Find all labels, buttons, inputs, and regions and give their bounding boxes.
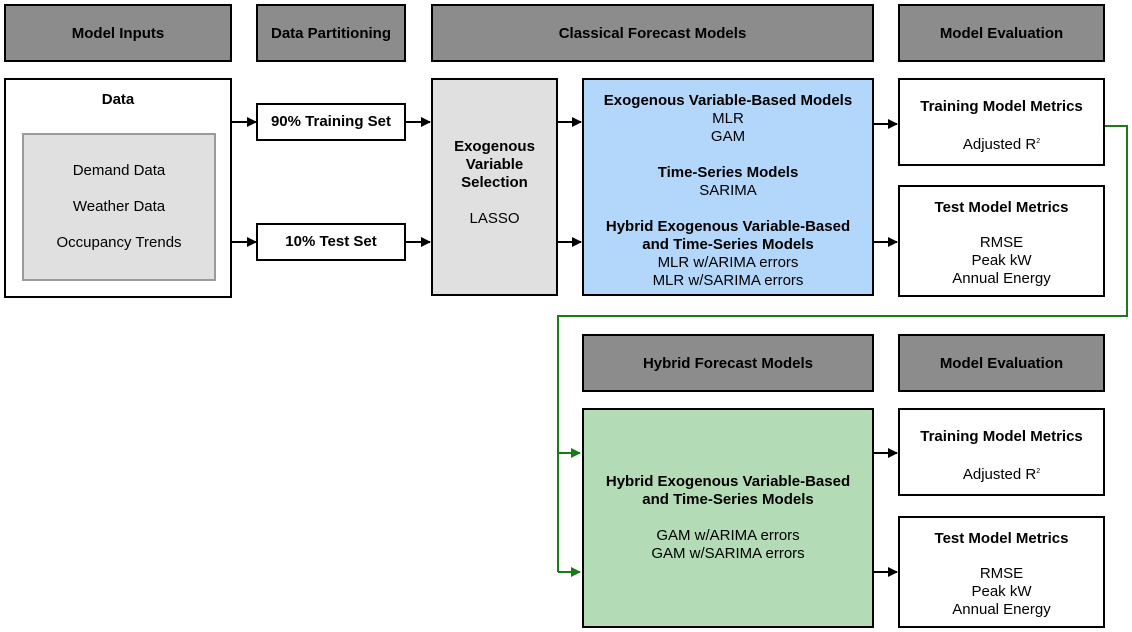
header-model-evaluation-bottom-label: Model Evaluation <box>939 354 1064 372</box>
hybrid-models-title-line: and Time-Series Models <box>642 491 814 508</box>
header-model-evaluation-top-label: Model Evaluation <box>939 24 1064 42</box>
header-model-evaluation-bottom: Model Evaluation <box>898 334 1105 392</box>
header-model-inputs: Model Inputs <box>4 4 232 62</box>
data-source-item: Occupancy Trends <box>56 234 182 251</box>
hybrid-classical-item: MLR w/ARIMA errors <box>657 254 799 271</box>
hybrid-models-title-line: Hybrid Exogenous Variable-Based <box>605 473 851 490</box>
timeseries-models-title: Time-Series Models <box>657 164 799 181</box>
training-metrics-box-top: Training Model Metrics Adjusted R2 <box>898 78 1105 166</box>
training-metric-item: Adjusted R2 <box>962 466 1041 483</box>
data-sources-panel: Demand Data Weather Data Occupancy Trend… <box>22 133 216 281</box>
data-source-item: Demand Data <box>72 162 166 179</box>
variable-selection-method: LASSO <box>469 210 520 227</box>
test-metrics-title: Test Model Metrics <box>934 530 1069 547</box>
test-metric-item: RMSE <box>979 234 1024 251</box>
test-metric-item: Annual Energy <box>952 601 1051 618</box>
training-metrics-title: Training Model Metrics <box>920 98 1083 115</box>
test-metrics-title: Test Model Metrics <box>934 199 1069 216</box>
variable-selection-box: Exogenous Variable Selection LASSO <box>431 78 558 296</box>
header-classical-forecast-models-label: Classical Forecast Models <box>558 24 747 42</box>
data-source-item: Weather Data <box>72 198 166 215</box>
training-set-box: 90% Training Set <box>256 103 406 141</box>
hybrid-model-item: GAM w/SARIMA errors <box>651 545 805 562</box>
header-hybrid-forecast-models-label: Hybrid Forecast Models <box>642 354 814 372</box>
hybrid-classical-item: MLR w/SARIMA errors <box>652 272 804 289</box>
variable-selection-title-line: Variable <box>465 156 524 173</box>
header-model-evaluation-top: Model Evaluation <box>898 4 1105 62</box>
variable-selection-title-line: Exogenous <box>454 138 535 155</box>
test-set-box: 10% Test Set <box>256 223 406 261</box>
data-box: Data Demand Data Weather Data Occupancy … <box>4 78 232 298</box>
hybrid-model-item: GAM w/ARIMA errors <box>656 527 800 544</box>
test-metric-item: Annual Energy <box>952 270 1051 287</box>
test-set-label: 10% Test Set <box>285 233 377 250</box>
training-metric-item: Adjusted R2 <box>962 136 1041 153</box>
training-metrics-box-bottom: Training Model Metrics Adjusted R2 <box>898 408 1105 496</box>
classical-models-box: Exogenous Variable-Based Models MLR GAM … <box>582 78 874 296</box>
timeseries-model-item: SARIMA <box>699 182 757 199</box>
data-box-title: Data <box>101 91 135 108</box>
exogenous-models-title: Exogenous Variable-Based Models <box>603 92 853 109</box>
test-metric-item: Peak kW <box>971 252 1032 269</box>
feedback-line <box>557 125 1128 572</box>
training-metrics-title: Training Model Metrics <box>920 428 1083 445</box>
test-metrics-box-top: Test Model Metrics RMSE Peak kW Annual E… <box>898 185 1105 297</box>
header-data-partitioning-label: Data Partitioning <box>270 24 391 42</box>
variable-selection-title: Exogenous Variable Selection <box>454 138 535 192</box>
exogenous-model-item: GAM <box>710 128 746 145</box>
hybrid-classical-title-line: and Time-Series Models <box>642 236 814 253</box>
exogenous-model-item: MLR <box>712 110 744 127</box>
hybrid-models-box: Hybrid Exogenous Variable-Based and Time… <box>582 408 874 628</box>
test-metric-item: Peak kW <box>971 583 1032 600</box>
hybrid-classical-title-line: Hybrid Exogenous Variable-Based <box>605 218 851 235</box>
training-set-label: 90% Training Set <box>270 113 392 130</box>
header-model-inputs-label: Model Inputs <box>71 24 165 42</box>
header-data-partitioning: Data Partitioning <box>256 4 406 62</box>
header-classical-forecast-models: Classical Forecast Models <box>431 4 874 62</box>
test-metrics-box-bottom: Test Model Metrics RMSE Peak kW Annual E… <box>898 516 1105 628</box>
variable-selection-title-line: Selection <box>461 174 528 191</box>
header-hybrid-forecast-models: Hybrid Forecast Models <box>582 334 874 392</box>
test-metric-item: RMSE <box>979 565 1024 582</box>
